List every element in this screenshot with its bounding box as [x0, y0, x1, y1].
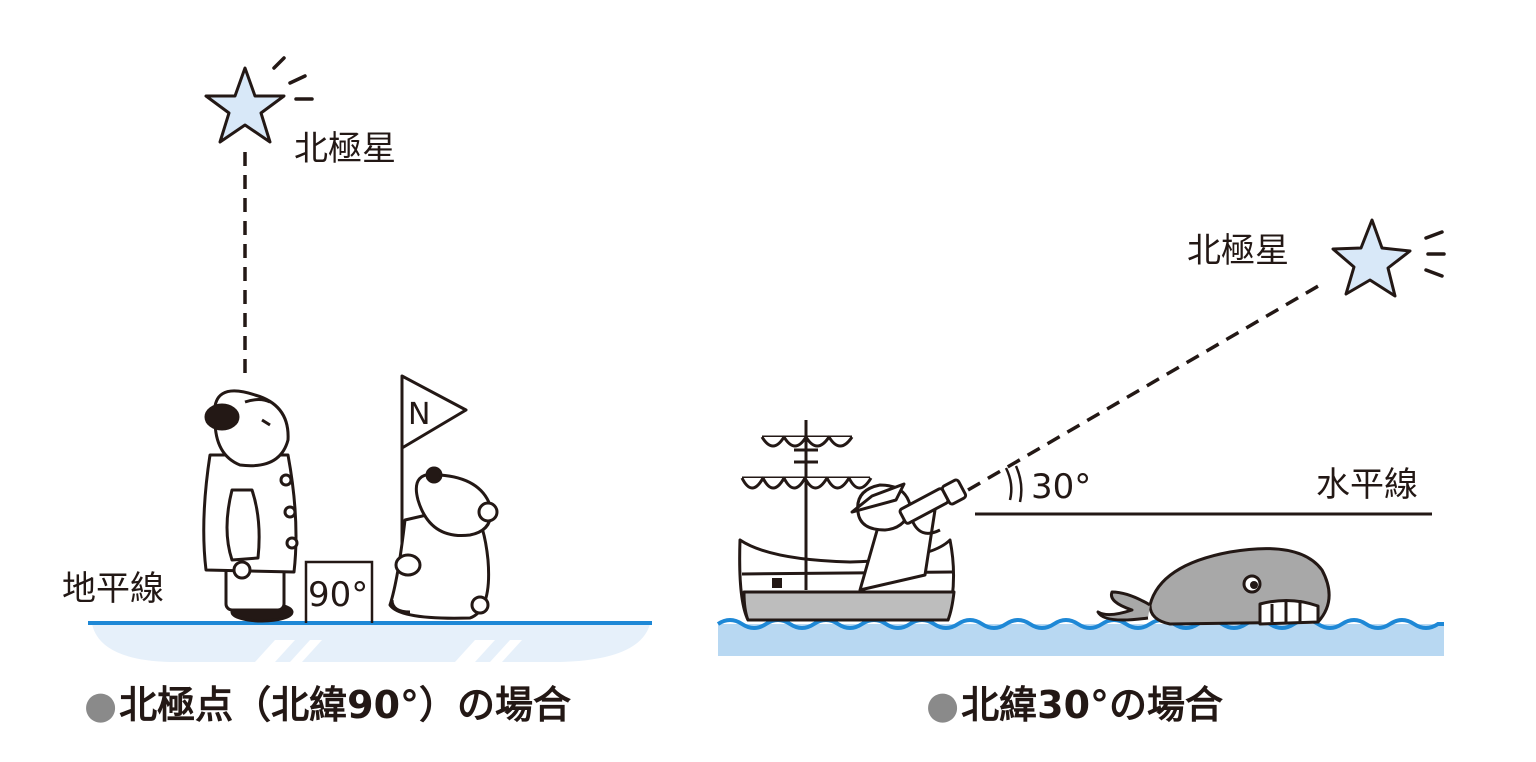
- angle-arc: [1004, 465, 1023, 503]
- caption-bullet-icon: ●: [84, 683, 118, 727]
- left-polaris-label: 北極星: [294, 129, 396, 169]
- polar-bear-icon: [388, 466, 499, 620]
- right-angle-marker: [304, 560, 374, 623]
- left-polaris-star-icon: [204, 56, 314, 144]
- person-looking-up-icon: [202, 389, 299, 623]
- right-caption: ●北緯30°の場合: [926, 686, 1223, 724]
- left-ice-ground: [88, 621, 652, 662]
- right-horizon-label: 水平線: [1316, 465, 1418, 505]
- caption-bullet-icon: ●: [926, 683, 960, 727]
- whale-icon: [1096, 547, 1331, 626]
- sailor-with-telescope-icon: [850, 478, 968, 592]
- left-caption-text: 北極点（北緯90°）の場合: [119, 683, 572, 727]
- left-angle-label: 90°: [308, 575, 369, 615]
- left-caption: ●北極点（北緯90°）の場合: [84, 686, 571, 724]
- right-sightline: [967, 283, 1321, 492]
- right-angle-label: 30°: [1031, 467, 1092, 507]
- right-polaris-label: 北極星: [1187, 231, 1289, 271]
- flag-label: N: [408, 397, 431, 432]
- right-caption-text: 北緯30°の場合: [961, 683, 1224, 727]
- right-polaris-star-icon: [1331, 218, 1446, 298]
- left-horizon-label: 地平線: [62, 569, 164, 609]
- sea: [716, 618, 1444, 656]
